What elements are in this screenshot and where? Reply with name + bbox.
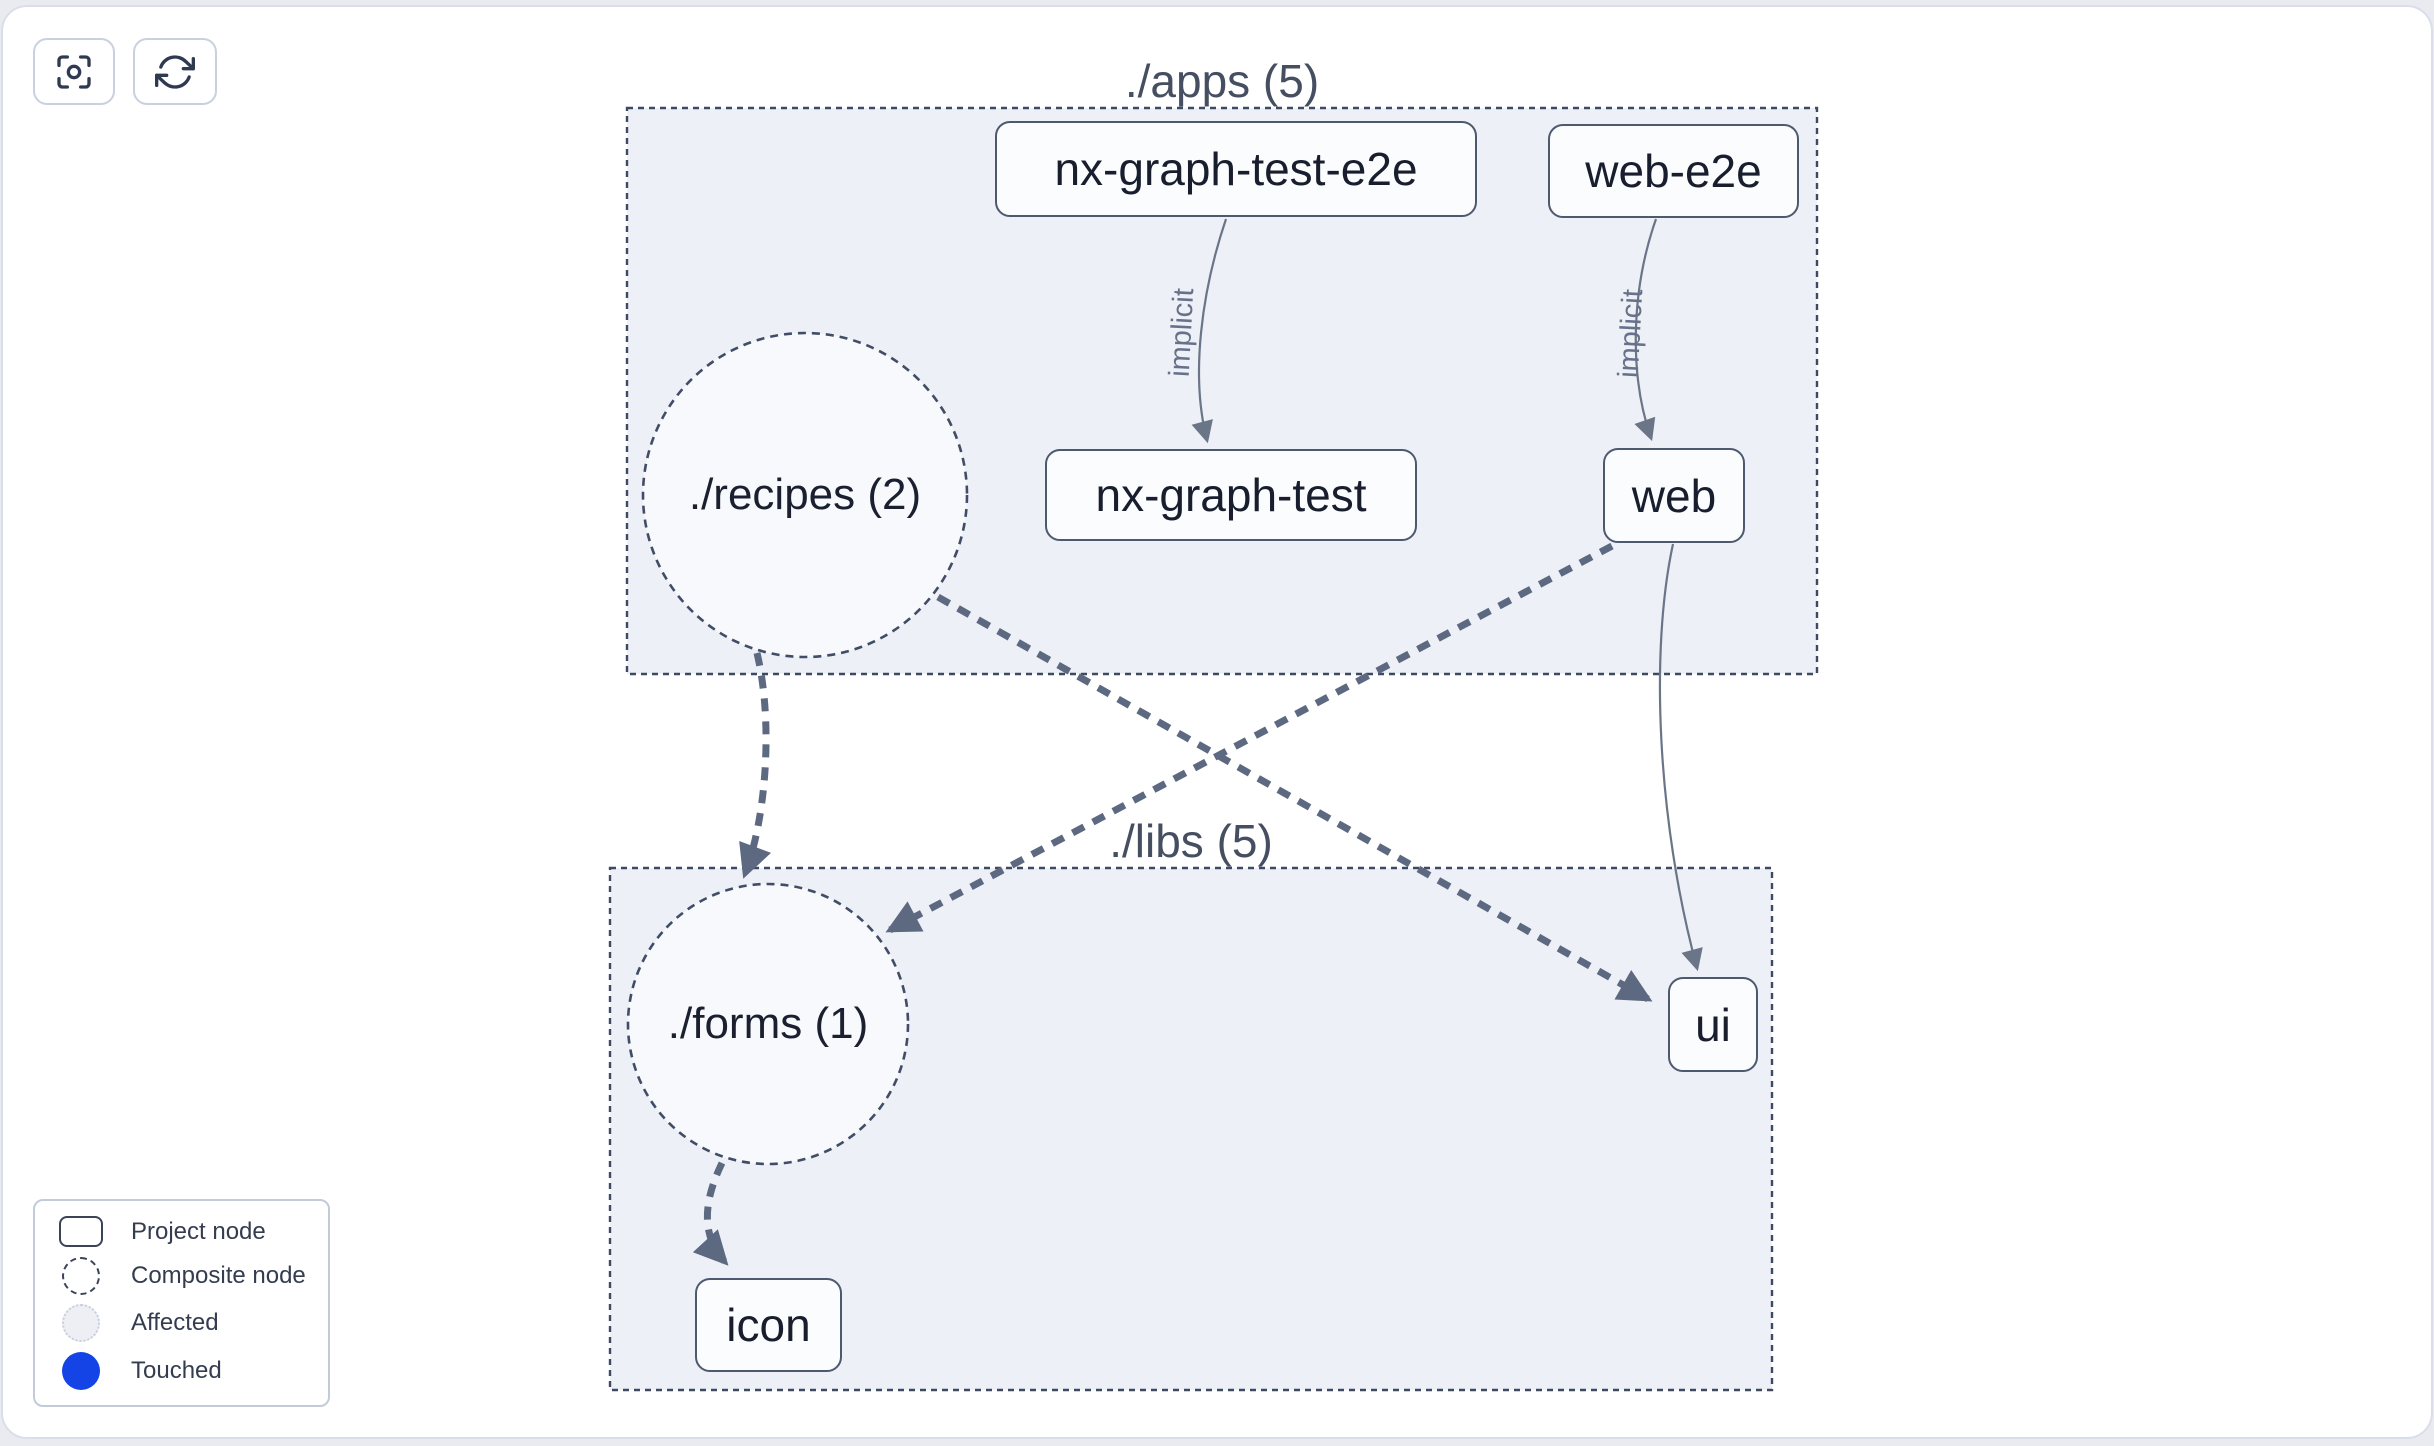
refresh-icon xyxy=(155,54,195,89)
legend-label: Composite node xyxy=(131,1261,306,1289)
legend-label: Affected xyxy=(131,1309,219,1337)
legend-label: Project node xyxy=(131,1217,266,1245)
touched-icon xyxy=(57,1351,105,1390)
legend-row-composite-node: Composite node xyxy=(35,1256,328,1295)
legend-label: Touched xyxy=(131,1356,222,1384)
project-node-icon xyxy=(57,1216,105,1248)
affected-icon xyxy=(57,1304,105,1343)
graph-canvas xyxy=(1,5,2433,1439)
refresh-button[interactable] xyxy=(133,38,217,105)
project-node-web-e2e[interactable]: web-e2e xyxy=(1548,124,1799,218)
zoom-to-fit-button[interactable] xyxy=(33,38,115,105)
project-node-nx-graph-test-e2e[interactable]: nx-graph-test-e2e xyxy=(995,121,1477,217)
apps-group-label: ./apps (5) xyxy=(1124,55,1320,107)
composite-node-icon xyxy=(57,1256,105,1295)
legend-row-project-node: Project node xyxy=(35,1216,328,1248)
composite-node-forms[interactable]: ./forms (1) xyxy=(667,999,869,1048)
composite-node-recipes[interactable]: ./recipes (2) xyxy=(688,470,922,519)
project-node-icon[interactable]: icon xyxy=(695,1278,842,1372)
focus-icon xyxy=(57,54,91,89)
project-node-web[interactable]: web xyxy=(1603,448,1745,543)
legend-row-affected: Affected xyxy=(35,1304,328,1343)
legend: Project node Composite node Affected Tou… xyxy=(33,1199,330,1407)
project-node-nx-graph-test[interactable]: nx-graph-test xyxy=(1045,449,1417,541)
project-node-ui[interactable]: ui xyxy=(1668,977,1758,1072)
legend-row-touched: Touched xyxy=(35,1351,328,1390)
libs-group-label: ./libs (5) xyxy=(1109,815,1273,867)
